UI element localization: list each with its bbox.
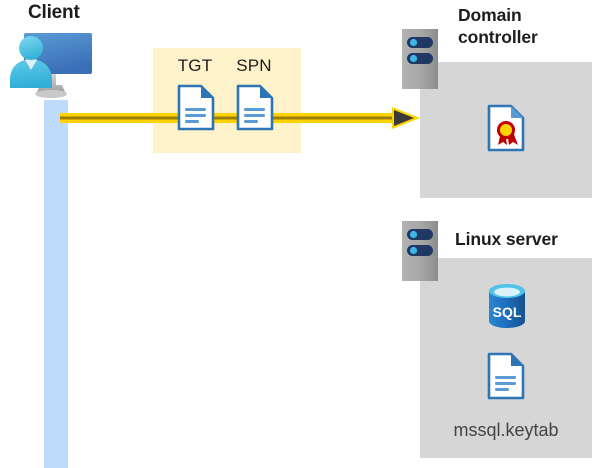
sql-database-icon: SQL xyxy=(489,284,525,328)
tgt-label: TGT xyxy=(177,56,213,75)
domain-controller-title-line2: controller xyxy=(458,27,538,47)
spn-document-icon xyxy=(236,84,274,131)
spn-label: SPN xyxy=(236,56,272,75)
sql-label: SQL xyxy=(493,304,522,320)
tgt-document-icon xyxy=(177,84,215,131)
domain-controller-title: Domain controller xyxy=(458,4,598,48)
keytab-document-icon xyxy=(487,352,525,400)
keytab-file-name: mssql.keytab xyxy=(453,420,559,440)
client-lifeline xyxy=(44,100,68,468)
client-label: Client xyxy=(28,2,80,23)
linux-server-title: Linux server xyxy=(455,229,558,249)
domain-controller-title-line1: Domain xyxy=(458,5,522,25)
certificate-document-icon xyxy=(487,104,525,152)
tgt-spn-message-band xyxy=(153,48,301,153)
client-to-dc-arrow xyxy=(60,107,420,129)
domain-controller-server-tower-icon xyxy=(402,29,438,89)
linux-server-tower-icon xyxy=(402,221,438,281)
user-monitor-icon xyxy=(10,33,92,98)
